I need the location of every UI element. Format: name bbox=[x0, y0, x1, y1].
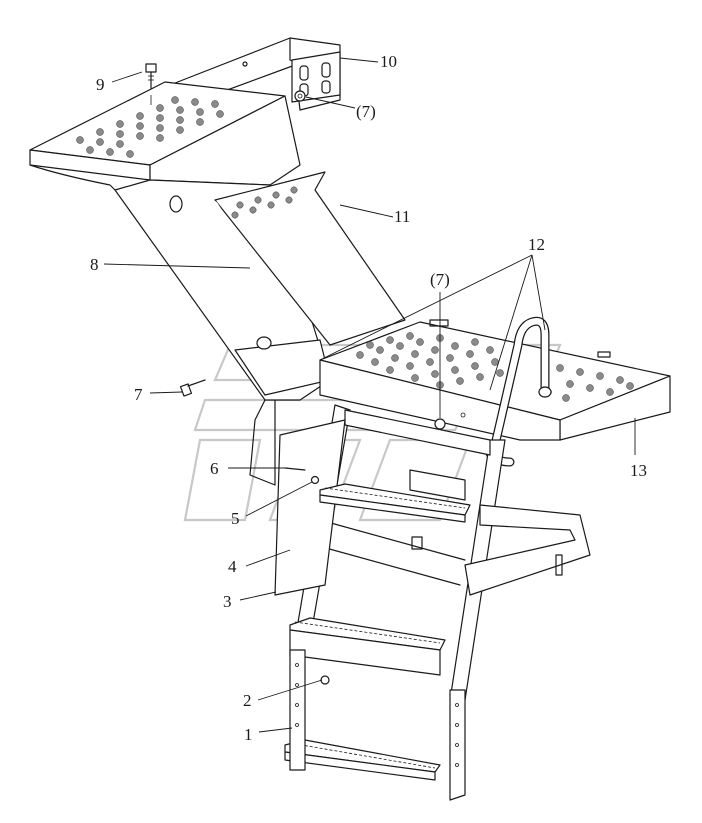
callout-7: 7 bbox=[134, 385, 143, 404]
part-7-nut-middle bbox=[434, 412, 466, 430]
part-2-nut bbox=[320, 675, 330, 685]
callout-13: 13 bbox=[630, 461, 647, 480]
callout-labels: 9 10 (7) 11 8 12 (7) 7 6 13 5 4 3 2 1 bbox=[90, 52, 647, 744]
part-7-bolt-left bbox=[179, 379, 206, 397]
part-7-nut-upper bbox=[294, 90, 306, 102]
callout-11: 11 bbox=[394, 207, 410, 226]
callout-10: 10 bbox=[380, 52, 397, 71]
part-4-side-plate bbox=[274, 419, 346, 596]
ladder-step-upper bbox=[319, 483, 471, 523]
callout-5: 5 bbox=[231, 509, 240, 528]
leader-lines bbox=[103, 57, 636, 733]
callout-8: 8 bbox=[90, 255, 99, 274]
part-5-bolt bbox=[310, 475, 320, 485]
callout-9: 9 bbox=[96, 75, 105, 94]
callout-6: 6 bbox=[210, 459, 219, 478]
platform-holes bbox=[356, 332, 634, 402]
ladder-step-middle bbox=[289, 617, 446, 676]
callout-7-middle: (7) bbox=[430, 270, 450, 289]
callout-4: 4 bbox=[228, 557, 237, 576]
part-9-bolt bbox=[145, 63, 157, 105]
callout-12: 12 bbox=[528, 235, 545, 254]
callout-7-upper: (7) bbox=[356, 102, 376, 121]
part-6-bolt bbox=[284, 467, 306, 471]
ladder-step-lower bbox=[284, 739, 441, 781]
callout-3: 3 bbox=[223, 592, 232, 611]
upper-step-holes bbox=[76, 96, 224, 158]
upper-step-plate bbox=[29, 81, 301, 191]
part-8-handrail bbox=[169, 192, 290, 350]
part-1-ladder-rail bbox=[289, 649, 466, 801]
part-11-step-plate bbox=[214, 171, 406, 346]
callout-1: 1 bbox=[244, 725, 253, 744]
callout-2: 2 bbox=[243, 691, 252, 710]
